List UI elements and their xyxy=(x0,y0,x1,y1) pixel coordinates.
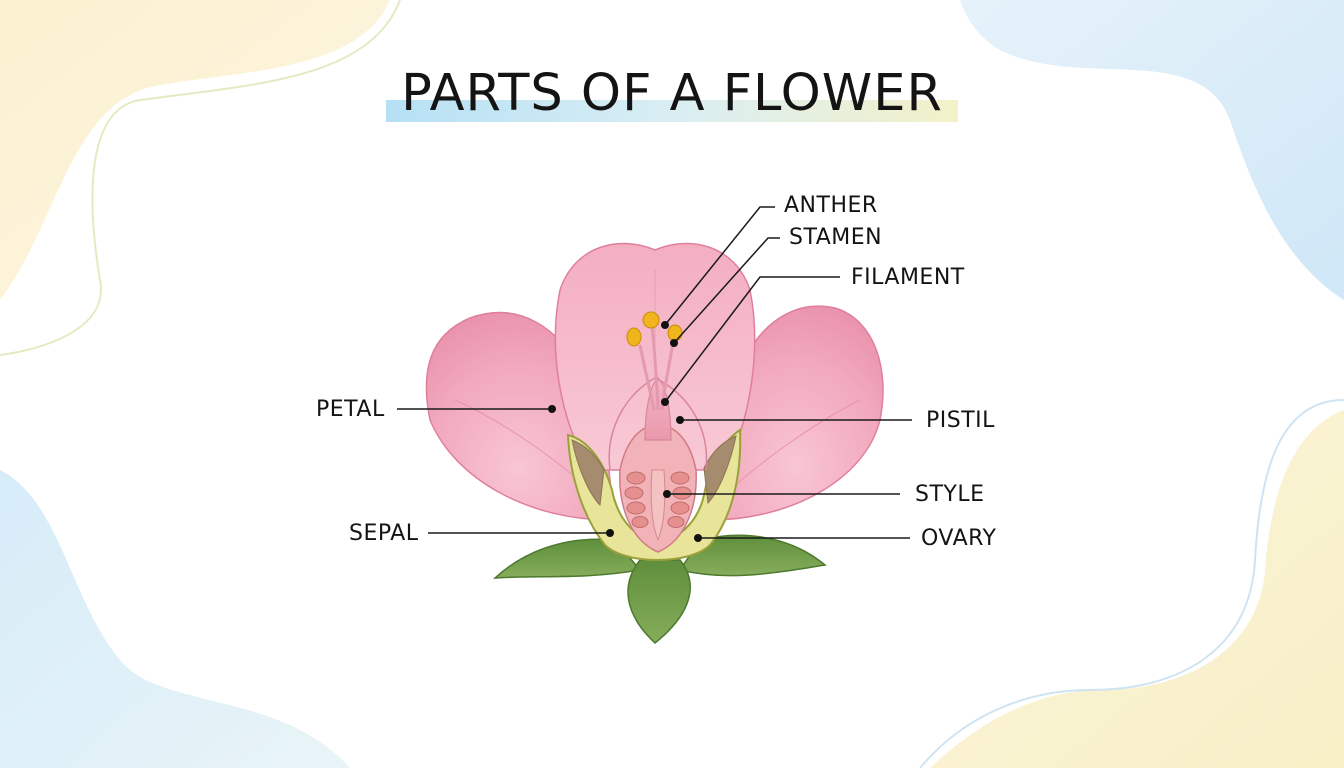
leader-dot-stamen xyxy=(670,339,678,347)
anther-dot xyxy=(626,327,642,347)
ovules xyxy=(624,471,692,528)
background-blob-bottom-left xyxy=(0,470,350,768)
leader-line-stamen xyxy=(673,237,780,344)
ovule xyxy=(631,516,649,528)
background-blob-top-left xyxy=(0,0,390,300)
pistil xyxy=(608,377,708,553)
label-anther: ANTHER xyxy=(784,193,878,218)
label-sepal: SEPAL xyxy=(349,521,419,546)
receptacle-inner-right xyxy=(703,435,737,505)
sepal-leaf-bottom xyxy=(627,559,691,644)
label-petal: PETAL xyxy=(316,397,385,422)
leader-dot-petal xyxy=(548,405,556,413)
leader-line-filament xyxy=(664,276,840,403)
leader-lines xyxy=(397,206,912,539)
leader-dot-filament xyxy=(661,398,669,406)
leader-line-anther xyxy=(664,206,775,326)
label-pistil: PISTIL xyxy=(926,408,995,433)
anther-dot xyxy=(667,324,683,342)
receptacle-cup xyxy=(566,428,742,561)
leader-dots xyxy=(548,321,702,542)
leader-dot-sepal xyxy=(606,529,614,537)
title-block: PARTS OF A FLOWER xyxy=(386,62,958,124)
ovule xyxy=(670,471,690,485)
receptacle-inner-left xyxy=(571,439,605,507)
anther-dot xyxy=(642,311,660,329)
title-highlight xyxy=(386,100,958,122)
sepal-leaves xyxy=(492,534,827,644)
ovule xyxy=(626,501,646,515)
ovule xyxy=(624,486,644,500)
sepal-leaf-left xyxy=(492,538,642,579)
sepal-leaf-right xyxy=(678,534,827,577)
central-column xyxy=(650,469,666,542)
label-style: STYLE xyxy=(915,482,985,507)
leader-dot-pistil xyxy=(676,416,684,424)
page-title: PARTS OF A FLOWER xyxy=(401,64,943,123)
background-outline-left xyxy=(0,0,401,356)
background-blob-bottom-right xyxy=(930,410,1344,768)
label-filament: FILAMENT xyxy=(851,265,965,290)
leader-dot-anther xyxy=(661,321,669,329)
ovule xyxy=(667,516,685,528)
leader-dot-ovary xyxy=(694,534,702,542)
label-ovary: OVARY xyxy=(921,526,997,551)
receptacle xyxy=(566,428,742,561)
ovule xyxy=(670,501,690,515)
background-blob-top-right xyxy=(960,0,1344,300)
ovule xyxy=(626,471,646,485)
background-outline-right xyxy=(919,399,1344,768)
filament-line xyxy=(638,344,656,411)
label-stamen: STAMEN xyxy=(789,225,883,250)
leader-dot-style xyxy=(663,490,671,498)
ovule xyxy=(672,486,692,500)
filament-line xyxy=(650,324,660,411)
